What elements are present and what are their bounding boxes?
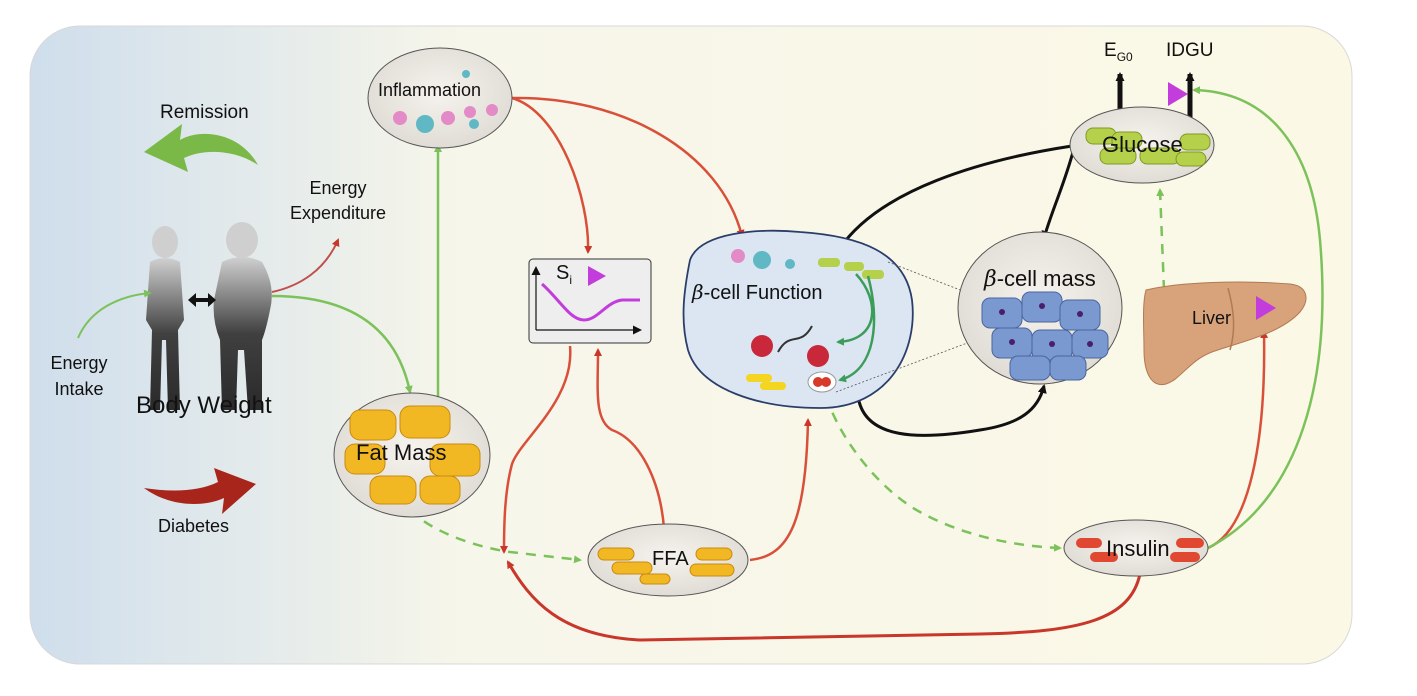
energy-intake-label: Energy Intake [34, 350, 124, 402]
remission-arrow-icon [144, 124, 258, 172]
glucose-node [1069, 82, 1215, 184]
ffa-to-betafunction-arrow [749, 418, 812, 562]
beta-symbol-mass: β [984, 267, 997, 292]
diabetes-arrow-icon [144, 468, 256, 514]
si-sub: i [569, 273, 573, 287]
energy-intake-line1: Energy [50, 353, 108, 373]
inflammation-label: Inflammation [378, 80, 482, 100]
fat-mass-label: Fat Mass [356, 440, 447, 465]
bodyweight-to-fatmass-arrow [271, 294, 413, 394]
insulin-label: Insulin [1106, 536, 1170, 561]
energy-expenditure-arrow [271, 238, 340, 293]
remission-label: Remission [160, 102, 249, 123]
betafunction-to-betamass-arrow [856, 384, 1047, 437]
diabetes-label: Diabetes [158, 516, 230, 536]
virus-icon [731, 249, 795, 269]
glucose-to-betafunction-arrow [838, 144, 1073, 250]
energy-intake-arrow [77, 289, 152, 339]
si-curve [541, 282, 640, 322]
beta-symbol: β [692, 280, 704, 304]
energy-intake-line2: Intake [54, 379, 104, 399]
weight-change-double-arrow-icon [188, 293, 216, 307]
insulin-to-liver-arrow [1207, 330, 1269, 550]
beta-cell-mass-text: -cell mass [996, 266, 1096, 291]
si-node [528, 258, 652, 344]
fat-mass-node [333, 392, 491, 518]
insulin-granule-icon [807, 371, 837, 393]
insulin-to-junction-arrow [506, 560, 1142, 642]
glucose-to-betamass-arrow [1041, 147, 1076, 240]
betafunction-to-insulin-arrow [824, 395, 1062, 552]
beta-cell-function-node [682, 229, 914, 409]
ffa-label: FFA [652, 548, 689, 570]
liver-node [1143, 281, 1307, 386]
inflammation-node [367, 47, 513, 149]
eg0-sub: G0 [1116, 49, 1133, 64]
play-triangle-icon [588, 266, 606, 286]
fatty-acid-icon [746, 374, 786, 390]
inflammation-to-si-arrow [511, 96, 593, 254]
body-weight-label: Body Weight [136, 392, 272, 419]
zoom-connector-bottom [835, 335, 987, 393]
si-label: Si [556, 262, 572, 287]
eg0-label: EG0 [1104, 40, 1133, 64]
glucose-label: Glucose [1102, 132, 1183, 157]
beta-cell-function-text: -cell Function [703, 282, 823, 304]
fatmass-to-ffa-arrow [409, 509, 582, 564]
liver-label: Liver [1192, 308, 1232, 328]
thin-person-icon [146, 226, 184, 410]
ffa-to-si-arrow [593, 348, 666, 529]
apoptotic-cell-icon [751, 335, 829, 367]
dna-icon [777, 325, 813, 353]
virus-icon [393, 70, 498, 133]
energy-expenditure-line1: Energy [309, 178, 367, 198]
energy-expenditure-line2: Expenditure [289, 203, 387, 223]
zoom-connector-top [887, 261, 987, 301]
insulin-node [1063, 519, 1209, 577]
play-triangle-icon [1168, 82, 1188, 106]
idgu-label: IDGU [1166, 40, 1214, 61]
glucose-uptake-arrow [836, 273, 874, 346]
play-triangle-icon [1256, 296, 1276, 320]
beta-cell-mass-node [957, 231, 1123, 385]
insulin-to-idgu-arrow [1192, 86, 1324, 550]
si-to-junction-arrow [500, 345, 572, 554]
si-base: S [556, 262, 570, 284]
heavy-person-icon [213, 222, 272, 410]
eg0-base: E [1104, 40, 1117, 61]
inflammation-to-betafunction-arrow [511, 96, 745, 238]
beta-cell-mass-label: β-cell mass [984, 266, 1096, 292]
glucose-to-insulin-internal-arrow [838, 275, 876, 383]
ffa-node [587, 523, 749, 597]
energy-expenditure-label: Energy Expenditure [268, 176, 408, 226]
beta-cell-function-label: β-cell Function [692, 280, 823, 305]
